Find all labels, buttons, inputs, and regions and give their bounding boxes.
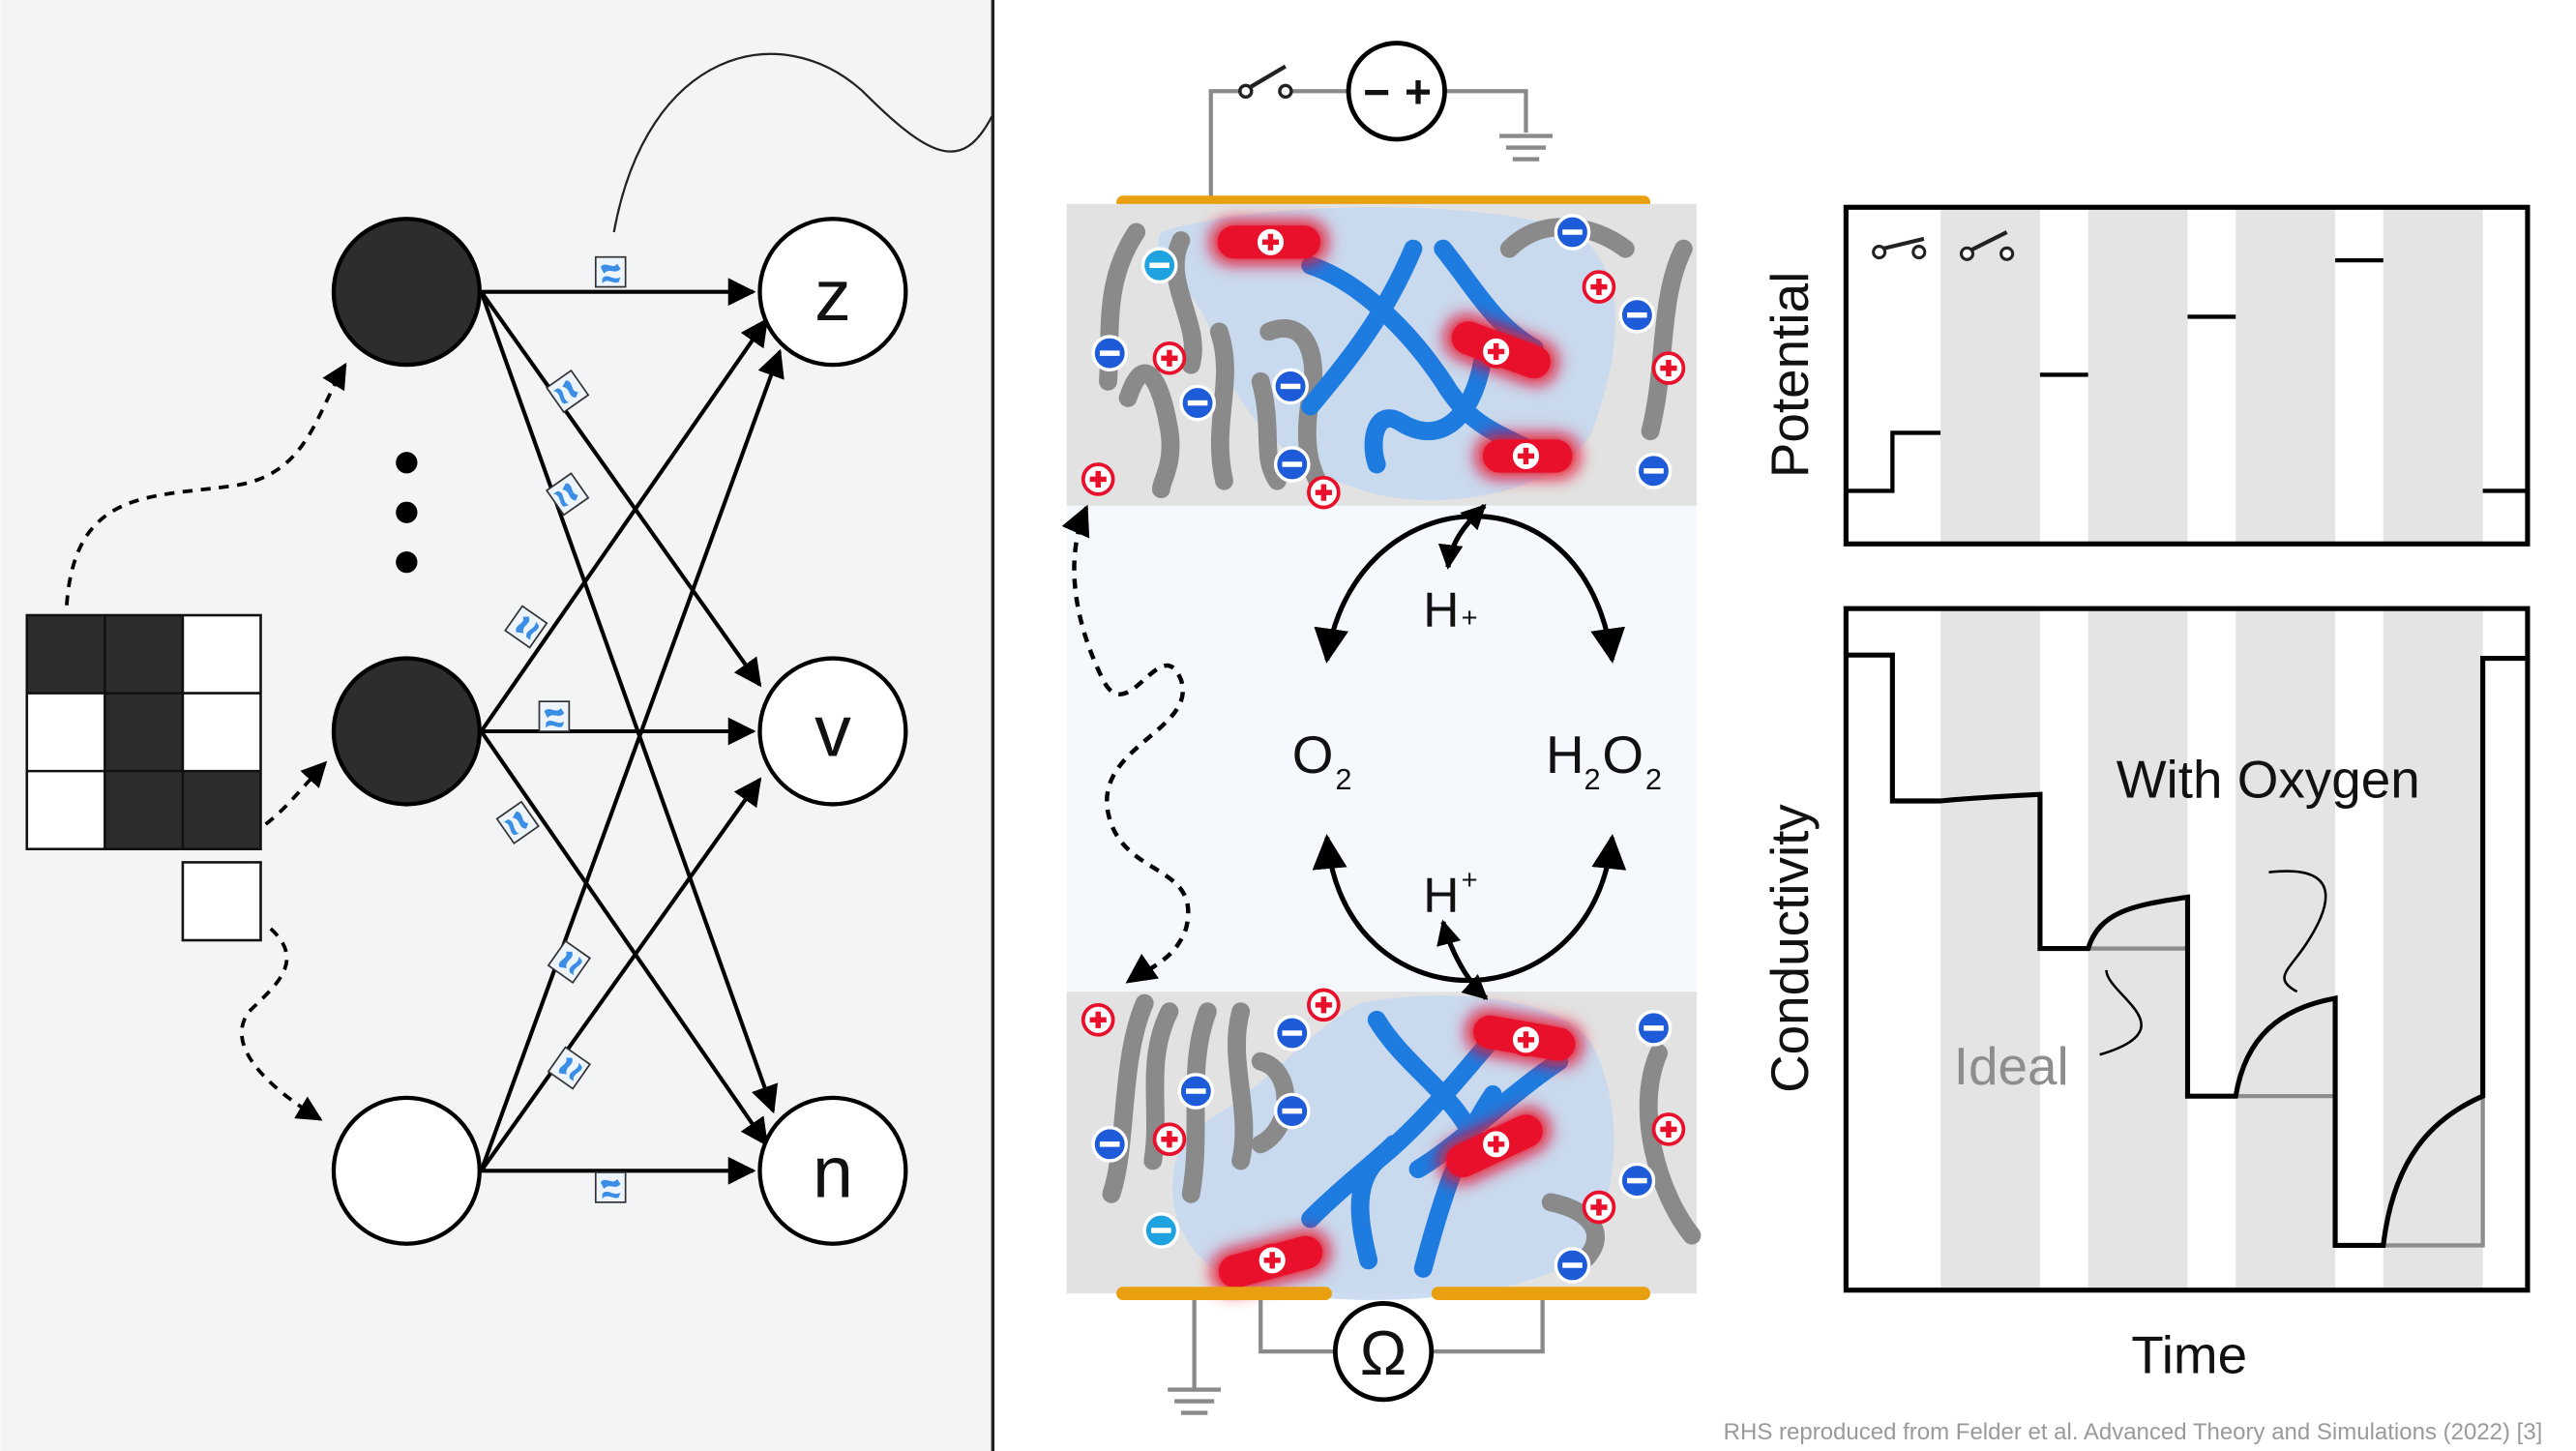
oxygen-curve	[1846, 652, 2528, 1248]
h-plus-arrow-top	[1437, 504, 1487, 570]
svg-text:O: O	[1602, 725, 1643, 785]
input-pixel-grid	[25, 613, 262, 942]
output-neuron-v: v	[757, 656, 908, 807]
with-oxygen-label: With Oxygen	[2117, 750, 2420, 810]
svg-text:O: O	[1292, 725, 1334, 785]
output-label-z: z	[814, 254, 851, 336]
synapse-to-device-link	[612, 52, 993, 233]
switch-icon	[1238, 64, 1293, 99]
svg-text:H: H	[1423, 867, 1459, 923]
svg-text:2: 2	[1584, 762, 1600, 796]
neural-network-panel: z v n	[0, 0, 995, 1451]
hidden-neuron-top	[331, 217, 482, 368]
svg-text:H: H	[1423, 581, 1459, 637]
output-neuron-n: n	[757, 1095, 908, 1246]
potential-plot: Potential	[1760, 204, 2531, 547]
battery-icon: − +	[1346, 41, 1447, 142]
switch-closed-icon	[1872, 236, 1927, 260]
time-axis-label: Time	[2131, 1324, 2247, 1384]
potential-plot-frame	[1843, 204, 2531, 547]
svg-text:+: +	[1462, 603, 1478, 634]
input-arrow-top	[65, 362, 347, 606]
h2o2-label: H 2 O 2	[1546, 725, 1662, 796]
ellipsis-dots	[396, 452, 418, 574]
output-neuron-z: z	[757, 217, 908, 368]
potential-axis-label: Potential	[1760, 272, 1820, 478]
hidden-neuron-bottom	[331, 1095, 482, 1246]
input-arrow-middle	[264, 760, 328, 826]
device-schematic: − +	[1061, 41, 1702, 1415]
with-oxygen-pointer	[2268, 870, 2327, 993]
bias-pixel	[181, 861, 262, 942]
battery-plus: +	[1405, 67, 1432, 118]
ohm-symbol: Ω	[1360, 1318, 1407, 1388]
output-label-v: v	[814, 691, 851, 772]
conductivity-axis-label: Conductivity	[1760, 804, 1820, 1093]
top-polymer-layer	[1066, 203, 1698, 510]
h-plus-label-bottom: H +	[1423, 865, 1477, 923]
svg-text:2: 2	[1335, 762, 1351, 796]
h-plus-label-top: H +	[1423, 581, 1477, 637]
ideal-pointer	[2099, 969, 2143, 1056]
svg-text:+: +	[1462, 865, 1478, 896]
ohmmeter-icon: Ω	[1332, 1301, 1435, 1403]
bottom-electrode-left	[1116, 1287, 1332, 1300]
conductivity-plot: Conductivity With Oxygen Ideal Time	[1760, 606, 2531, 1384]
output-label-n: n	[813, 1132, 853, 1213]
bottom-polymer-layer	[1066, 988, 1702, 1300]
ideal-label: Ideal	[1954, 1036, 2069, 1096]
citation-footer: RHS reproduced from Felder et al. Advanc…	[1724, 1419, 2543, 1445]
hidden-neuron-middle	[331, 656, 482, 807]
o2-label: O 2	[1292, 725, 1352, 796]
diffusion-arrow	[1061, 504, 1191, 984]
svg-text:H: H	[1546, 725, 1584, 785]
switch-open-icon	[1959, 230, 2015, 261]
battery-minus: −	[1363, 67, 1390, 118]
conductivity-plot-frame	[1843, 606, 2531, 1293]
bottom-electrode-right	[1431, 1287, 1651, 1300]
h-plus-arrow-bottom	[1436, 919, 1489, 1000]
svg-text:2: 2	[1645, 762, 1662, 796]
